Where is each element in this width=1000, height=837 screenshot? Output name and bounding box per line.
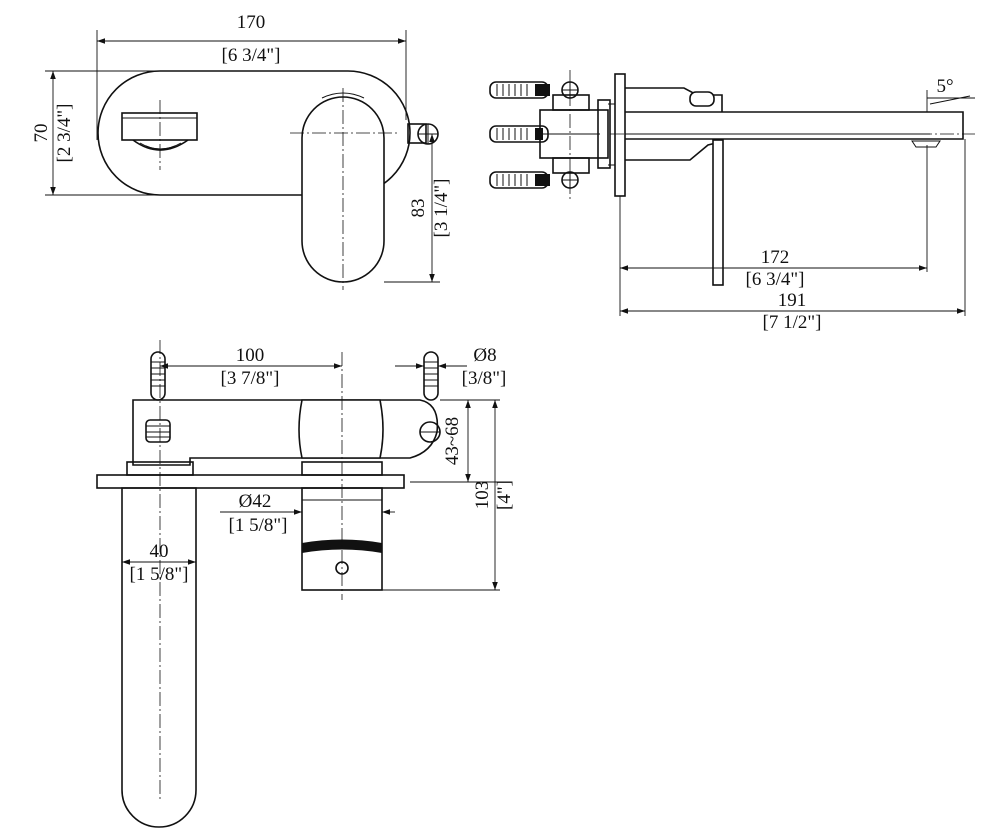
side-view: 5° 172 [6 3/4"] 191 [7 1/2"] [489,70,975,333]
wall-depth-value: 43~68 [442,417,463,465]
spout-reach-value: 172 [761,247,790,268]
front-height-inch: [2 3/4"] [54,104,75,163]
total-height-value: 103 [472,481,493,510]
pipe-dia-value: Ø8 [473,345,496,366]
plan-view: 100 [3 7/8"] Ø8 [3/8"] 43~68 103 [4"] Ø4… [96,340,515,828]
front-view: 170 [6 3/4"] 70 [2 3/4"] 83 [3 1/4"] [31,12,452,290]
lever-height-inch: [3 1/4"] [431,179,452,238]
lever-height-value: 83 [408,199,429,218]
inlet-pipe-bottom [489,171,579,189]
total-height-inch: [4"] [494,480,515,510]
inlet-pipe-middle [489,125,549,143]
spout-angle-value: 5° [936,76,953,97]
handle-dia-value: Ø42 [239,491,272,512]
handle-dia-inch: [1 5/8"] [229,515,288,536]
overall-depth-inch: [7 1/2"] [763,312,822,333]
spout-reach-inch: [6 3/4"] [746,269,805,290]
front-height-value: 70 [31,124,52,143]
spout-width-value: 40 [150,541,169,562]
overall-depth-value: 191 [778,290,807,311]
inlet-pipe-top [489,81,579,99]
plan-inlet-left [145,351,171,443]
center-spacing-value: 100 [236,345,265,366]
spout-width-inch: [1 5/8"] [130,564,189,585]
pipe-dia-inch: [3/8"] [462,368,507,389]
center-spacing-inch: [3 7/8"] [221,368,280,389]
front-width-inch: [6 3/4"] [222,45,281,66]
front-width-value: 170 [237,12,266,33]
